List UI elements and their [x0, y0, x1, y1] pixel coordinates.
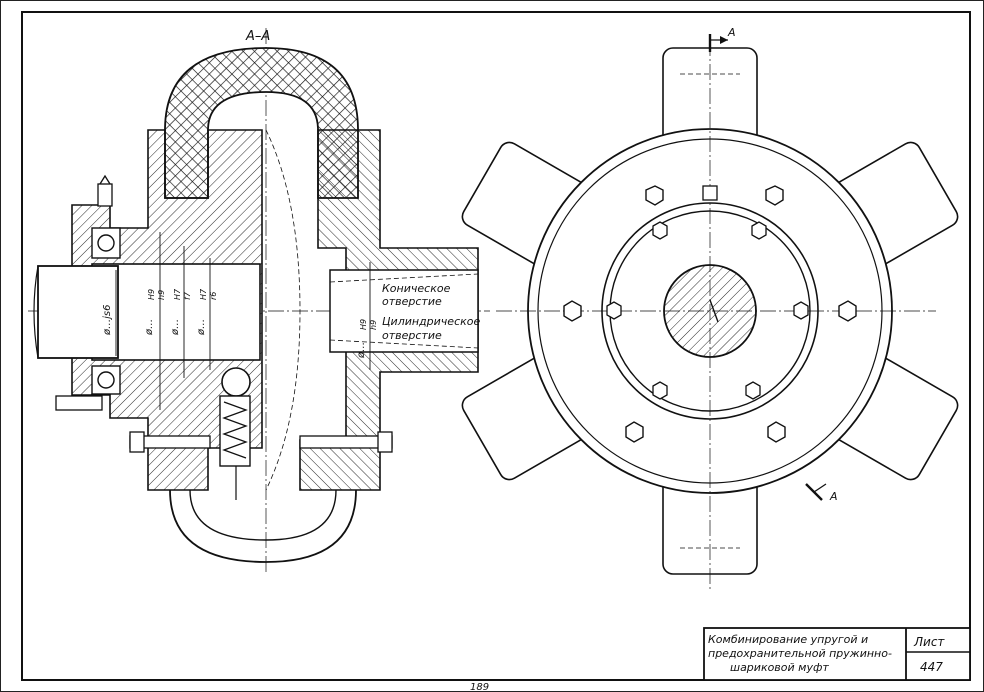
- dim-h7f7-fit-top: H7: [173, 288, 182, 300]
- note-cylindrical-2: отверстие: [382, 329, 442, 342]
- dim-right-fit-top: H9: [359, 319, 368, 330]
- dim-h9-fit-bottom: h9: [157, 290, 166, 300]
- note-conical-1: Коническое: [382, 282, 451, 295]
- ball: [221, 367, 251, 397]
- sheet-caption: Лист: [913, 635, 945, 649]
- sheet-number: 447: [920, 660, 943, 674]
- title-line-2: предохранительной пружинно-: [708, 647, 892, 660]
- dim-h7r6-fit-bottom: r6: [209, 292, 218, 300]
- dim-h7f7: ø…: [170, 319, 181, 336]
- left-shaft: [37, 265, 119, 359]
- dim-right-fit-bottom: h9: [369, 320, 378, 330]
- dim-h7r6-fit-top: H7: [199, 288, 208, 300]
- end-view: А А: [461, 26, 959, 590]
- note-conical-2: отверстие: [382, 295, 442, 308]
- title-line-1: Комбинирование упругой и: [708, 633, 868, 646]
- dim-right: ø…: [356, 342, 367, 359]
- dim-h7f7-fit-bottom: f7: [183, 291, 192, 300]
- cut-label-top: А: [727, 26, 736, 39]
- section-label: А–А: [245, 29, 270, 44]
- title-block: Комбинирование упругой и предохранительн…: [703, 627, 971, 681]
- section-view-a-a: А–А ø…js6 ø… H9 h9 ø… H7 f7 ø… H7 r6 ø… …: [28, 28, 490, 575]
- spring: [222, 401, 248, 459]
- note-cylindrical-1: Цилиндрическое: [382, 315, 480, 328]
- title-line-3: шариковой муфт: [730, 661, 829, 674]
- dim-h9: ø…: [144, 319, 155, 336]
- dim-h9-fit-top: H9: [147, 289, 156, 300]
- cut-label-bottom: А: [829, 490, 838, 503]
- dim-js6: ø…js6: [102, 305, 113, 336]
- drawing-border: [21, 11, 971, 681]
- page-number: 189: [470, 682, 489, 692]
- hex-bolts: [563, 185, 857, 443]
- dim-h7r6: ø…: [196, 319, 207, 336]
